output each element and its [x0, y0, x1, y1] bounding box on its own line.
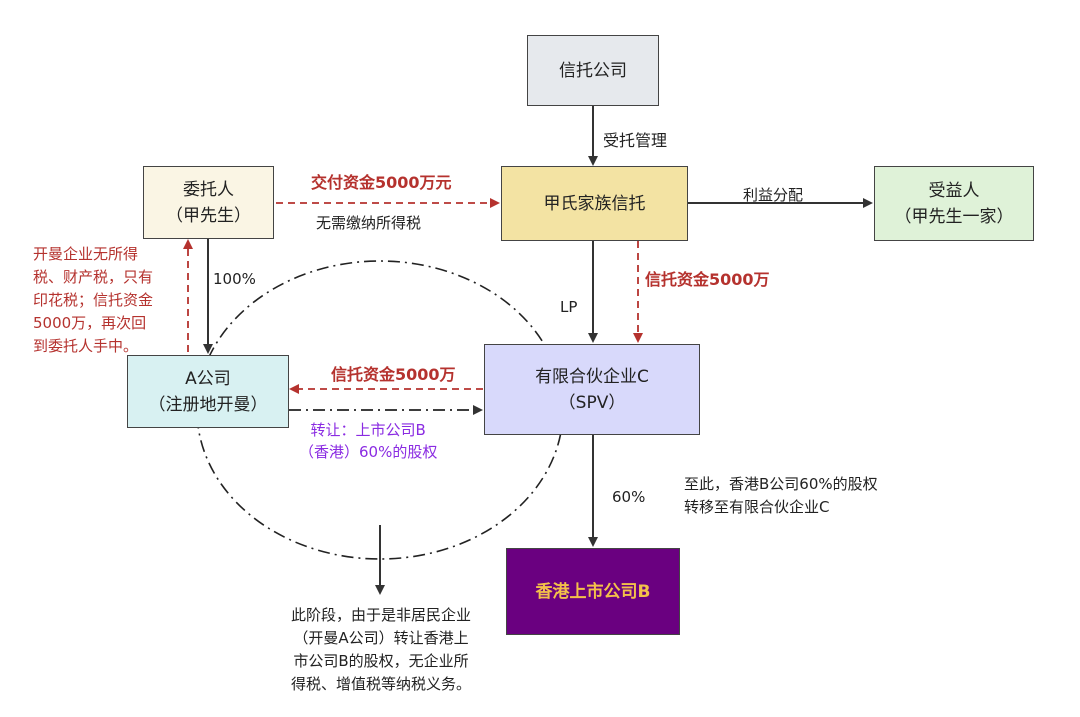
settlor-sublabel: （甲先生）	[166, 205, 251, 226]
stage-note-line: 得税、增值税等纳税义务。	[290, 675, 471, 693]
result-note-line: 至此，香港B公司60%的股权	[684, 475, 878, 493]
company-a-node: A公司 （注册地开曼）	[127, 355, 289, 428]
beneficiary-label: 受益人	[928, 180, 980, 201]
settlor-label: 委托人	[183, 179, 234, 200]
holding-60-label: 60%	[612, 488, 646, 506]
trust-company-node: 信托公司	[527, 35, 659, 106]
beneficiary-node: 受益人 （甲先生一家）	[874, 166, 1034, 241]
spv-node: 有限合伙企业C （SPV）	[484, 344, 700, 435]
cayman-note-line: 开曼企业无所得	[33, 245, 139, 263]
stage-note-line: 市公司B的股权，无企业所	[293, 652, 469, 670]
cayman-note-line: 印花税；信托资金	[33, 291, 154, 309]
listed-company-b-label: 香港上市公司B	[535, 581, 651, 602]
share-transfer-line2: （香港）60%的股权	[299, 443, 438, 461]
settlor-node: 委托人 （甲先生）	[143, 166, 274, 239]
stage-tax-note: 此阶段，由于是非居民企业 （开曼A公司）转让香港上 市公司B的股权，无企业所 得…	[272, 604, 490, 696]
beneficiary-sublabel: （甲先生一家）	[894, 206, 1014, 227]
benefit-distribution-label: 利益分配	[743, 186, 804, 204]
trust-funds-down-label: 信托资金5000万	[645, 270, 770, 289]
trust-management-label: 受托管理	[603, 131, 668, 150]
stage-note-line: 此阶段，由于是非居民企业	[290, 606, 471, 624]
share-transfer-label: 转让：上市公司B （香港）60%的股权	[299, 419, 437, 463]
cayman-note-line: 5000万，再次回	[33, 314, 147, 332]
holding-100-label: 100%	[213, 270, 256, 288]
lp-label: LP	[560, 298, 578, 316]
cayman-note-line: 税、财产税，只有	[33, 268, 154, 286]
listed-company-b-node: 香港上市公司B	[506, 548, 680, 635]
company-a-label: A公司	[185, 368, 231, 389]
pay-funds-label: 交付资金5000万元	[311, 173, 452, 192]
family-trust-label: 甲氏家族信托	[543, 193, 646, 214]
no-income-tax-label: 无需缴纳所得税	[316, 214, 422, 232]
share-transfer-line1: 转让：上市公司B	[310, 421, 426, 439]
company-a-sublabel: （注册地开曼）	[148, 394, 268, 415]
cayman-note-line: 到委托人手中。	[33, 337, 139, 355]
spv-label: 有限合伙企业C	[535, 366, 649, 387]
result-note: 至此，香港B公司60%的股权 转移至有限合伙企业C	[684, 473, 878, 519]
trust-company-label: 信托公司	[559, 60, 627, 81]
stage-note-line: （开曼A公司）转让香港上	[293, 629, 469, 647]
trust-funds-left-label: 信托资金5000万	[331, 365, 456, 384]
family-trust-node: 甲氏家族信托	[501, 166, 688, 241]
cayman-tax-note: 开曼企业无所得 税、财产税，只有 印花税；信托资金 5000万，再次回 到委托人…	[33, 243, 153, 358]
spv-sublabel: （SPV）	[558, 392, 626, 413]
result-note-line: 转移至有限合伙企业C	[684, 498, 830, 516]
